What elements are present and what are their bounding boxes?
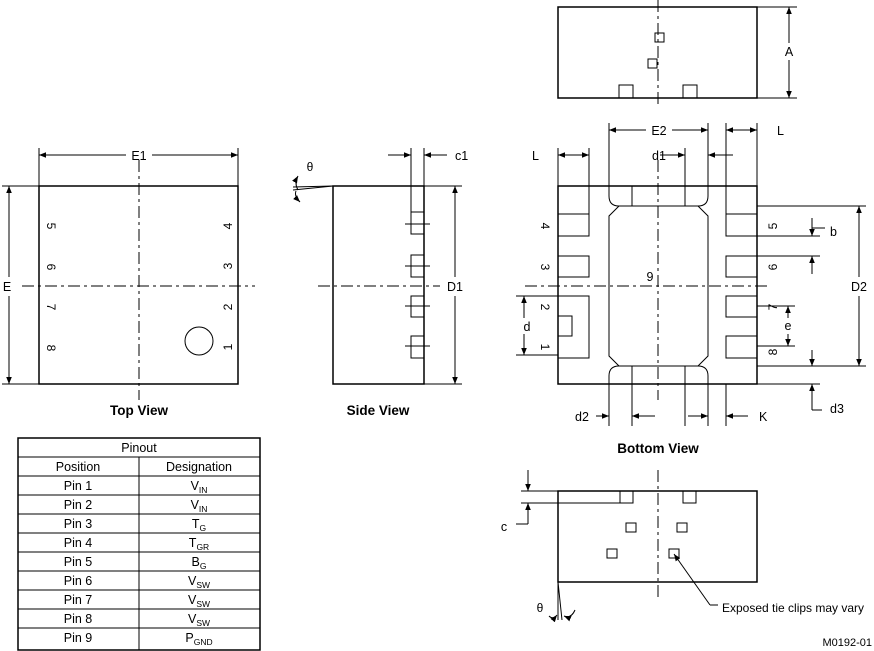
end-pad [682,490,697,504]
pin-label: 3 [538,264,552,271]
pin-label: 2 [538,304,552,311]
pinout-header-designation: Designation [166,460,232,474]
pinout-designation: TGR [189,536,209,552]
pinout-designation: VIN [191,479,208,495]
dim-c1: c1 [455,149,468,163]
tie-clip [654,32,665,43]
tie-clip [668,548,680,559]
dim-E2: E2 [651,124,666,138]
pinout-position: Pin 3 [64,517,93,531]
pinout-designation: BG [192,555,207,571]
dim-theta-side: θ [307,160,314,174]
pin1-marker [184,326,214,356]
side-pad [410,335,425,359]
pinout-row: Pin 4 TGR [18,532,260,552]
pin-label: 4 [221,222,235,229]
pinout-title: Pinout [121,441,157,455]
pinout-designation: TG [192,517,206,533]
pinout-position: Pin 8 [64,612,93,626]
dim-E: E [3,280,11,294]
dim-d3: d3 [830,402,844,416]
tie-clip [606,548,618,559]
side-view-body [332,185,425,385]
pinout-position: Pin 9 [64,631,93,645]
pinout-designation: PGND [185,631,212,647]
dim-E1: E1 [131,149,146,163]
dim-theta-lower: θ [537,601,544,615]
dim-K: K [759,410,768,424]
top-view [2,148,255,400]
tie-clip [647,58,658,69]
dim-e: e [785,319,792,333]
bottom-view-title: Bottom View [617,441,699,456]
pin-label: 8 [44,345,58,352]
tie-clip-note: Exposed tie clips may vary [722,601,864,615]
end-pad [619,490,634,504]
dim-A: A [785,45,794,59]
pin-label: 7 [766,303,780,310]
pinout-header-position: Position [56,460,101,474]
pinout-row: Pin 3 TG [18,513,260,533]
dim-D2: D2 [851,280,867,294]
pin-label: 5 [766,222,780,229]
dim-L-left: L [532,149,539,163]
pinout-position: Pin 6 [64,574,93,588]
bottom-view [516,123,866,426]
pinout-row: Pin 1 VIN [64,479,208,495]
side-pad [410,211,425,235]
pinout-row: Pin 6 VSW [18,570,260,590]
pinout-row: Pin 9 PGND [18,627,260,647]
pin-label: 6 [44,264,58,271]
pin-label: 3 [221,262,235,269]
pinout-position: Pin 2 [64,498,93,512]
dimension-labels: E1 E θ c1 D1 A L L E2 d1 b D2 e d d2 K d… [3,45,867,615]
dim-d: d [524,320,531,334]
dim-D1: D1 [447,280,463,294]
pinout-row: Pin 2 VIN [18,494,260,514]
pin-label: 6 [766,263,780,270]
pin-label: 1 [538,344,552,351]
pinout-row: Pin 8 VSW [18,608,260,628]
pin-label: 7 [44,304,58,311]
pin-label: 8 [766,348,780,355]
pinout-designation: VIN [191,498,208,514]
top-view-title: Top View [110,403,169,418]
side-view [292,148,462,385]
pinout-position: Pin 5 [64,555,93,569]
pad-9-label: 9 [647,270,654,284]
side-view-title: Side View [347,403,410,418]
dim-b: b [830,225,837,239]
dim-d1: d1 [652,149,666,163]
top-view-pin-labels: 5 6 7 8 4 3 2 1 [44,222,235,351]
pinout-position: Pin 7 [64,593,93,607]
end-pad [682,84,698,99]
end-view-lower [516,470,758,623]
pin-label: 4 [538,223,552,230]
view-titles: Top View Side View Bottom View [110,403,699,456]
pin-label: 1 [221,343,235,350]
bottom-view-pin-labels: 4 3 2 1 5 6 7 8 [538,222,780,355]
pinout-row: Pin 5 BG [18,551,260,571]
dim-d2: d2 [575,410,589,424]
pinout-designation: VSW [188,593,210,609]
pinout-row: Pin 7 VSW [18,589,260,609]
end-pad [618,84,634,99]
drawing-id: M0192-01 [822,637,872,649]
dim-c: c [501,520,507,534]
pinout-position: Pin 4 [64,536,93,550]
pinout-position: Pin 1 [64,479,93,493]
pinout-designation: VSW [188,574,210,590]
pin-label: 2 [221,303,235,310]
tie-clip [676,522,688,533]
end-view-upper [557,0,797,108]
tie-clip [625,522,637,533]
pinout-designation: VSW [188,612,210,628]
pin-label: 5 [44,223,58,230]
dim-L-right: L [777,124,784,138]
